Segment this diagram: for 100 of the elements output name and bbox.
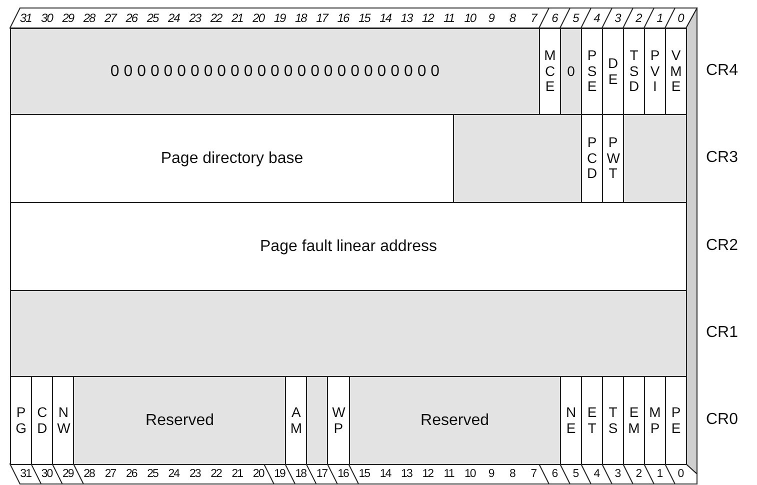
bit-number: 5: [572, 468, 578, 480]
bit-number: 15: [358, 468, 370, 480]
register-name: CR1: [706, 324, 738, 342]
register-field: [73, 376, 286, 465]
bit-number: 22: [210, 468, 222, 480]
register-field: [348, 376, 561, 465]
bit-number: 21: [232, 11, 243, 25]
bit-number: 11: [444, 11, 454, 25]
bit-name: PE: [670, 405, 682, 436]
bit-number: 25: [147, 468, 158, 480]
bit-field: [10, 376, 32, 465]
bit-name: NW: [57, 405, 70, 436]
bit-number: 26: [126, 11, 138, 25]
bit-number: 22: [210, 11, 222, 25]
bit-number: 16: [338, 468, 348, 480]
bit-number: 31: [20, 468, 31, 480]
bit-field: [665, 28, 687, 115]
field-label: Reserved: [146, 412, 214, 430]
bit-number: 20: [252, 468, 264, 480]
bit-field: [665, 376, 687, 465]
bit-number: 10: [464, 468, 476, 480]
bit-number: 6: [552, 468, 558, 480]
bit-number: 7: [530, 468, 536, 480]
bit-number: 28: [84, 468, 94, 480]
bit-number: 30: [41, 11, 52, 25]
empty-field: [306, 376, 328, 465]
bit-name: PWT: [606, 135, 620, 182]
bit-number: 14: [380, 468, 391, 480]
bit-name: 0: [566, 64, 576, 80]
bit-number: 5: [572, 11, 578, 25]
register-name: CR4: [706, 62, 738, 80]
register-name: CR3: [706, 149, 738, 167]
bit-number: 9: [488, 468, 494, 480]
bit-name: NE: [564, 405, 578, 436]
bit-number: 1: [656, 468, 662, 480]
register-field: [10, 202, 687, 291]
bit-number: 24: [168, 468, 180, 480]
bit-number: 3: [614, 468, 620, 480]
bit-number: 10: [464, 11, 476, 25]
bit-field: [560, 28, 582, 115]
bit-name: MP: [648, 405, 662, 436]
field-label: Page directory base: [160, 150, 304, 168]
bit-number: 16: [337, 11, 349, 25]
bit-name: DE: [606, 56, 620, 87]
bit-name: EM: [628, 405, 640, 436]
bit-number: 6: [552, 11, 558, 25]
bit-name: TSD: [628, 48, 640, 95]
bit-number: 25: [146, 11, 158, 25]
empty-field: [623, 114, 687, 203]
bit-number: 1: [656, 11, 662, 25]
bit-name: PVI: [649, 48, 661, 95]
bit-number: 11: [444, 468, 454, 480]
bit-name: PG: [14, 405, 28, 436]
field-label: 0 0 0 0 0 0 0 0 0 0 0 0 0 0 0 0 0 0 0 0 0 0 0 0 0: [110, 62, 440, 80]
bit-number: 4: [594, 11, 600, 25]
bit-number: 26: [126, 468, 137, 480]
bit-number: 29: [62, 11, 74, 25]
bit-number: 18: [295, 468, 306, 480]
bit-number: 24: [168, 11, 180, 25]
field-label: Reserved: [420, 412, 489, 430]
bit-number: 19: [274, 11, 286, 25]
bit-number: 20: [252, 11, 264, 25]
bit-name: WP: [332, 405, 345, 436]
bit-number: 7: [530, 11, 536, 25]
bit-number: 27: [104, 11, 116, 25]
bit-number: 9: [488, 11, 494, 25]
register-name: CR2: [706, 237, 738, 255]
bit-name: ET: [586, 405, 598, 436]
bit-number: 19: [274, 468, 285, 480]
bit-number: 13: [400, 11, 412, 25]
bit-number: 21: [232, 468, 243, 480]
bit-number: 8: [509, 11, 516, 25]
register-field: [10, 28, 540, 115]
bit-name: PSE: [586, 48, 598, 95]
bit-number: 18: [294, 11, 306, 25]
bit-number: 0: [678, 468, 684, 480]
bit-number: 2: [636, 11, 642, 25]
bit-name: MCE: [544, 48, 556, 95]
bit-number: 12: [422, 11, 434, 25]
bit-name: TS: [607, 405, 619, 436]
empty-field: [10, 290, 687, 377]
bit-number: 28: [83, 11, 95, 25]
field-label: Page fault linear address: [260, 238, 437, 256]
bit-number: 0: [678, 11, 684, 25]
bit-number: 17: [316, 468, 328, 480]
bit-number: 27: [104, 468, 116, 480]
bit-name: CD: [36, 405, 48, 436]
bit-number: 15: [358, 11, 370, 25]
bit-number: 3: [614, 11, 620, 25]
bit-number: 12: [422, 468, 433, 480]
bit-name: PCD: [586, 135, 598, 182]
bit-number: 2: [636, 468, 642, 480]
bit-name: VME: [670, 48, 682, 95]
bit-number: 31: [20, 11, 32, 25]
bit-number: 17: [316, 11, 328, 25]
register-name: CR0: [706, 411, 738, 429]
bit-number: 4: [594, 468, 600, 480]
bit-number: 30: [41, 468, 52, 480]
bit-number: 23: [189, 468, 200, 480]
bit-number: 23: [189, 11, 201, 25]
